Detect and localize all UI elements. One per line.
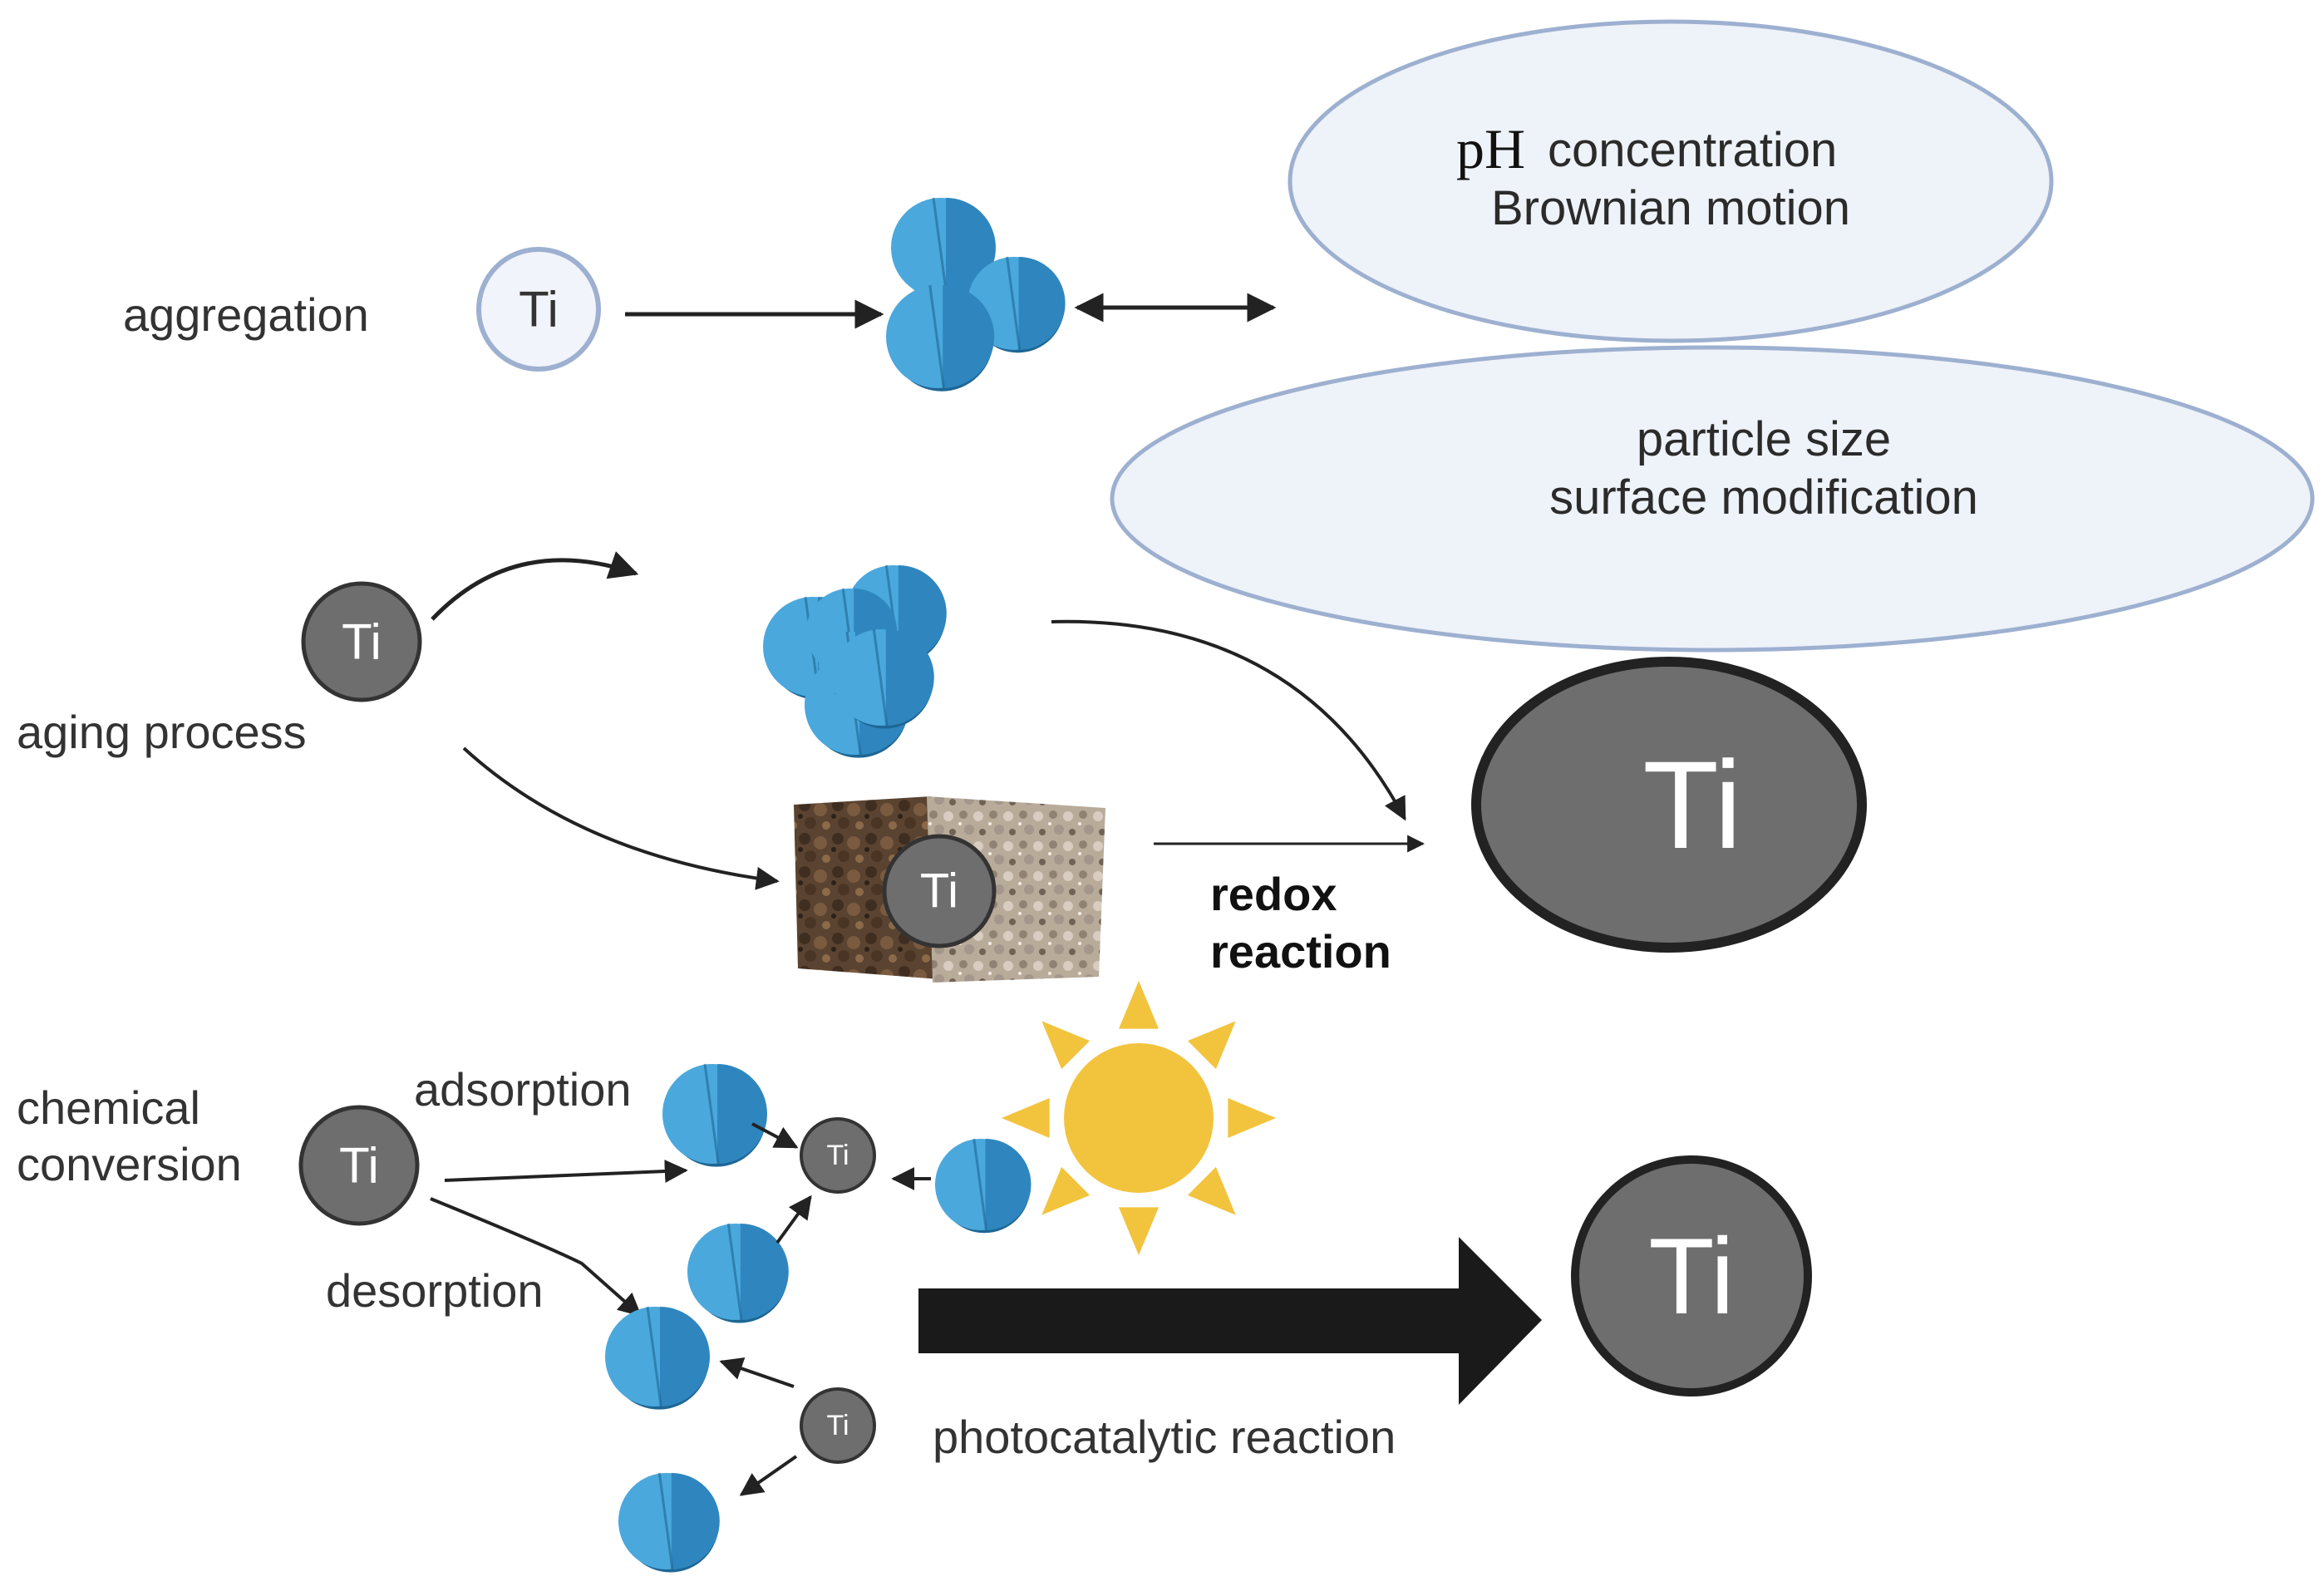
arrow-cluster-to-large-ti [1051,619,1406,821]
blue-particle-icon [886,284,995,392]
blue-particle-icon [605,1306,710,1410]
soil-sediment-icon: Ti [794,796,1105,983]
ti-nanoparticle-icon: Ti [476,247,601,372]
label-redox-line2: reaction [1210,925,1391,978]
label-photocatalytic: photocatalytic reaction [933,1411,1396,1463]
arrow-desorption [430,1197,643,1317]
svg-text:Ti: Ti [826,1140,849,1171]
label-desorption: desorption [326,1264,544,1317]
label-aggregation: aggregation [123,288,369,341]
svg-text:Ti: Ti [1648,1215,1734,1337]
aged-cluster-icon [763,564,947,758]
svg-text:Ti: Ti [920,864,958,919]
factor-ellipse-top: pH concentration Brownian motion [1288,19,2054,343]
ti-nanoparticle-icon: Ti [301,581,422,702]
factor-brownian-motion: Brownian motion [1491,181,1850,235]
label-adsorption: adsorption [414,1063,632,1116]
blue-particle-icon [833,628,934,729]
arrow-particle-to-ti-b [775,1195,812,1244]
svg-text:Ti: Ti [826,1410,849,1441]
svg-text:Ti: Ti [519,282,559,337]
block-arrow-icon [918,1237,1542,1405]
blue-particle-icon [687,1223,789,1323]
ti-small-icon-upper: Ti [800,1117,876,1194]
arrow-aging-to-cluster [431,551,639,621]
label-chemical: chemical [17,1081,200,1134]
ti-large-product-icon: Ti [1471,657,1867,953]
arrow-adsorption [444,1160,688,1184]
sun-icon [1002,981,1276,1255]
label-aging-process: aging process [17,706,307,758]
factor-concentration: concentration [1548,123,1837,177]
factor-particle-size: particle size [1637,412,1891,466]
chemical-particles [605,1063,1032,1573]
label-redox-line1: redox [1210,868,1337,920]
label-conversion: conversion [17,1138,242,1190]
ti-nanoparticle-icon: Ti [298,1105,420,1226]
svg-text:Ti: Ti [342,614,382,670]
arrow-particle-to-ti-a [751,1122,799,1149]
aggregate-cluster-icon [886,197,1066,392]
ti-small-icon-lower: Ti [800,1387,876,1464]
arrow-ti-to-particle-d [719,1357,795,1388]
arrow-ti-to-particle-e [739,1455,798,1496]
factor-ellipse-bottom: particle size surface modification [1110,345,2315,653]
factor-ph: pH [1456,117,1525,180]
ti-photocatalysis-product-icon: Ti [1571,1155,1812,1396]
arrow-aging-to-soil [462,746,780,890]
blue-particle-icon [618,1472,720,1573]
blue-particle-icon [935,1138,1032,1234]
svg-text:Ti: Ti [339,1138,379,1194]
svg-text:Ti: Ti [1642,735,1741,874]
factor-surface-modification: surface modification [1549,470,1978,525]
blue-particle-icon [662,1063,767,1167]
